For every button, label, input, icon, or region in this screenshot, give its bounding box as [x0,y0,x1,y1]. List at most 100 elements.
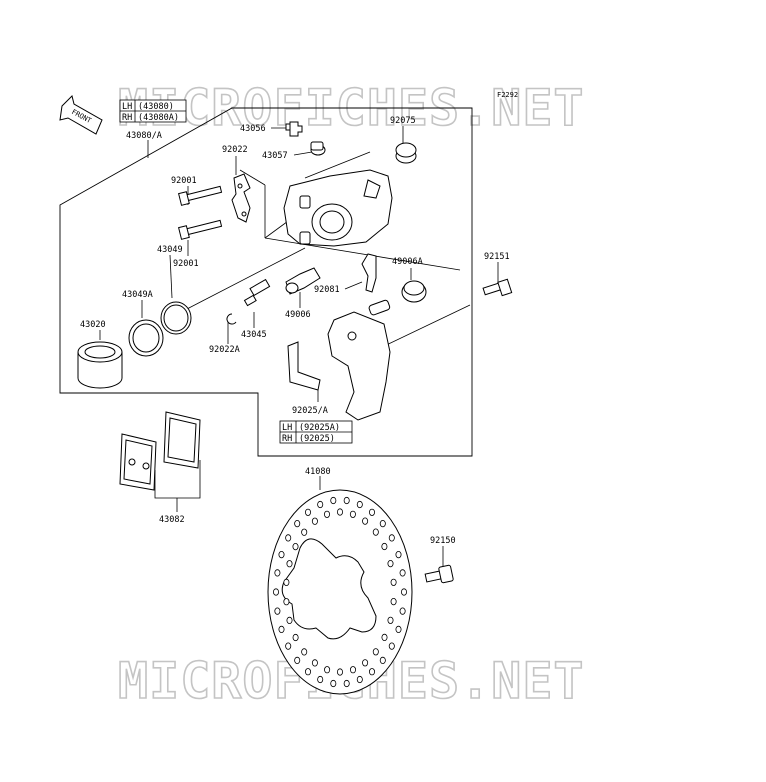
disc-hole [400,588,407,596]
disc-hole [272,588,279,596]
disc-hole [390,597,397,606]
disc-hole [349,510,356,518]
label-92001-lower: 92001 [173,259,199,269]
disc-hole [292,542,299,551]
cap-43057 [310,141,326,156]
label-43049: 43049 [157,245,183,255]
label-49006a: 49006A [392,257,423,267]
spring-92025 [287,341,321,391]
callout-lh-part-bottom: (92025A) [299,423,340,433]
disc-hole [388,642,395,650]
piston-43020 [77,341,123,389]
label-43080: 43080/A [126,131,162,141]
disc-hole [368,508,375,516]
brake-pad-front [119,433,157,491]
brake-pad-rear [163,411,201,469]
bleeder-valve-43056 [285,121,303,137]
label-43082: 43082 [159,515,185,525]
disc-hole [362,517,369,525]
label-92025: 92025/A [292,406,328,416]
boot-49006 [285,267,321,295]
callout-lh-bottom: LH [282,423,292,433]
disc-hole [387,616,394,624]
disc-hole [356,500,363,509]
disc-hole [278,550,285,559]
disc-hole [317,500,324,509]
bolt-92001-lower [178,219,223,240]
disc-hole [388,534,395,542]
disc-hole [379,519,386,528]
disc-hole [390,578,397,586]
plate-92022 [231,173,251,223]
disc-hole [301,648,308,656]
callout-lh-rh-92025: LH (92025A) RH (92025) [279,420,353,444]
disc-hole [381,633,388,642]
disc-hole [343,679,350,688]
disc-hole [283,598,290,606]
disc-hole [362,659,369,667]
disc-hole [368,668,375,676]
bolt-92001-upper [178,185,223,206]
disc-hole [301,528,308,536]
disc-hole [336,508,343,516]
label-43049a: 43049A [122,290,153,300]
disc-hole [343,496,350,505]
figure-code: F2292 [497,91,518,99]
disc-hole [323,510,330,518]
front-arrow-icon: FRONT [59,95,103,135]
disc-hole [311,517,318,525]
disc-hole [294,656,301,665]
disc-hole [317,675,324,684]
label-49006: 49006 [285,310,311,320]
disc-hole [395,625,402,634]
disc-hole [286,616,293,625]
boot-49006a [401,280,427,303]
dust-seal-92075 [395,142,417,164]
disc-hole [274,607,281,615]
label-92001-upper: 92001 [171,176,197,186]
disc-hole [285,534,292,542]
bolt-92150 [424,564,454,584]
spring-92081 [361,253,377,293]
disc-hole [274,569,281,577]
disc-hole [356,675,363,684]
callout-rh: RH [122,113,132,123]
label-92022a: 92022A [209,345,240,355]
disc-hole [292,633,299,642]
disc-hole [311,659,318,667]
disc-hole [285,642,292,650]
clip-92022a [226,313,237,325]
disc-hole [349,666,356,674]
disc-hole [399,569,406,577]
disc-hole [304,508,311,516]
disc-hole [379,656,386,665]
disc-hole [294,519,301,528]
disc-hole [330,679,337,688]
disc-hole [278,625,285,634]
label-41080: 41080 [305,467,331,477]
callout-rh-bottom: RH [282,434,292,444]
label-43057: 43057 [262,151,288,161]
disc-hole [387,559,394,568]
disc-hole [304,668,311,676]
disc-hole [330,496,337,505]
callout-rh-part: (43080A) [138,113,179,123]
brake-disc-41080 [267,489,413,695]
callout-rh-part-bottom: (92025) [299,434,335,444]
callout-lh-rh-43080: LH (43080) RH (43080A) [119,99,187,123]
disc-hole [286,560,293,568]
disc-hole [283,578,290,587]
callout-lh-part: (43080) [138,102,174,112]
bolt-92151 [482,278,513,297]
caliper-body-43080 [283,169,393,247]
disc-hole [381,542,388,551]
label-92150: 92150 [430,536,456,546]
label-92022: 92022 [222,145,248,155]
label-92081: 92081 [314,285,340,295]
disc-hole [372,648,379,656]
label-43045: 43045 [241,330,267,340]
bracket-caliper [327,299,391,421]
label-43056: 43056 [240,124,266,134]
disc-hole [336,668,343,676]
